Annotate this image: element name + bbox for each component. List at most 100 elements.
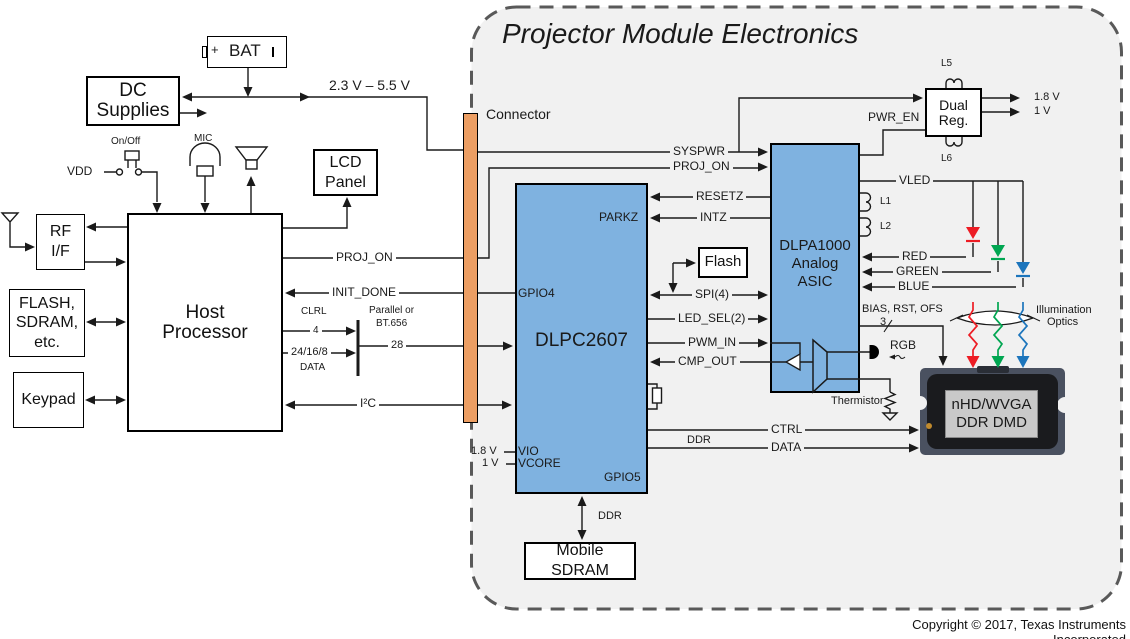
vdd-label: VDD xyxy=(67,164,93,178)
mem-label-line2: SDRAM, xyxy=(15,314,79,332)
battery-minus-mark xyxy=(272,47,274,57)
thermistor-resistor xyxy=(883,391,897,413)
red-ray xyxy=(967,302,979,356)
arrow-onoff-host xyxy=(152,203,162,213)
battery-label: BAT xyxy=(229,41,261,60)
dmd-pin1-dot xyxy=(926,423,932,429)
dmd-notch-right xyxy=(1057,397,1073,413)
mobile-sdram-label: Mobile SDRAM xyxy=(551,542,609,579)
keypad-box: Keypad xyxy=(13,372,84,428)
dual-reg-label-line2: Reg. xyxy=(938,111,969,128)
dmd-label-line1: nHD/WVGA xyxy=(951,396,1032,413)
thermistor-label: Thermistor xyxy=(831,395,884,407)
arrow-ddr-up xyxy=(577,496,587,506)
arrow-rf-host xyxy=(116,257,126,267)
board-connector xyxy=(463,113,478,423)
arrow-spi-r xyxy=(758,290,768,300)
arrow-bus28 xyxy=(503,341,513,351)
syspwr-label: SYSPWR xyxy=(670,145,729,158)
clrl-label: CLRL xyxy=(301,306,327,317)
vled-label: VLED xyxy=(896,174,934,187)
dual-reg-label-line1: Dual xyxy=(939,96,968,113)
bus28-label: 28 xyxy=(388,339,407,351)
bias-width-label: 3 xyxy=(880,316,887,328)
reg-1v8-label: 1.8 V xyxy=(1034,91,1060,103)
l2-label: L2 xyxy=(880,221,892,232)
blue-label: BLUE xyxy=(895,280,933,293)
parallel-label-line1: Parallel or xyxy=(369,305,415,316)
page-title: Projector Module Electronics xyxy=(502,18,859,49)
dlpa-label-line1: DLPA1000 xyxy=(779,237,851,254)
arrow-mem-l xyxy=(86,317,96,327)
connector-label: Connector xyxy=(486,106,551,122)
arrow-flash xyxy=(686,258,696,268)
power-rail xyxy=(192,96,472,151)
arrow-ddr-down xyxy=(577,530,587,540)
host-label-line1: Host xyxy=(185,301,225,323)
arrow-green xyxy=(862,267,872,277)
arrow-1v8-out xyxy=(1010,93,1020,103)
arrow-bat-down xyxy=(243,87,253,97)
arrow-into-dc xyxy=(182,92,192,102)
dc-supplies-box: DC Supplies xyxy=(86,76,180,126)
l6-inductor-icon xyxy=(945,137,963,147)
lcd-label-line1: LCD xyxy=(329,153,362,171)
vcore-label: VCORE xyxy=(518,456,561,470)
l5-label: L5 xyxy=(941,58,953,69)
arrow-dc-out xyxy=(197,108,207,118)
mem-label-line3: etc. xyxy=(34,333,60,351)
arrow-clrl xyxy=(346,326,356,336)
reg-output-wires xyxy=(982,97,1010,113)
arrow-blue xyxy=(862,282,872,292)
illumination-label-line1: Illumination xyxy=(1036,304,1092,316)
bias-label: BIAS, RST, OFS xyxy=(862,303,943,315)
rf-label-line1: RF xyxy=(49,223,72,241)
arrow-resetz xyxy=(650,192,660,202)
arrow-i2c-l xyxy=(285,400,295,410)
arrow-pwm-in xyxy=(758,338,768,348)
arrow-bias-dmd xyxy=(938,356,948,366)
arrow-data-dmd xyxy=(909,443,919,453)
arrow-init-done xyxy=(285,288,295,298)
arrow-intz xyxy=(650,213,660,223)
green-label: GREEN xyxy=(893,265,942,278)
rf-label-line2: I/F xyxy=(51,243,70,260)
dmd-label-line2: DDR DMD xyxy=(956,414,1027,431)
mobile-sdram-box: Mobile SDRAM xyxy=(524,542,636,580)
dc-supplies-label-line1: DC xyxy=(119,80,147,101)
pwr-en-wire xyxy=(860,129,925,156)
data-width-label: 24/16/8 xyxy=(288,346,331,358)
red-led-icon xyxy=(966,227,980,239)
illumination-label-line2: Optics xyxy=(1047,316,1079,328)
arrow-rail-right xyxy=(300,92,310,102)
dlpc2607-label: DLPC2607 xyxy=(535,330,628,351)
photodiode-icon xyxy=(872,345,879,359)
keypad-label: Keypad xyxy=(21,391,76,409)
speaker-base xyxy=(245,159,258,170)
host-processor-box: Host Processor xyxy=(127,213,283,432)
proj-on-left-label: PROJ_ON xyxy=(333,251,396,264)
dlpa-label-line3: ASIC xyxy=(797,273,833,290)
arrow-red xyxy=(862,252,872,262)
arrow-mic-host xyxy=(200,203,210,213)
blue-led-icon xyxy=(1016,262,1030,274)
cmp-out-label: CMP_OUT xyxy=(675,355,740,368)
arrow-host-lcd xyxy=(342,197,352,207)
gpio5-label: GPIO5 xyxy=(604,470,641,484)
onoff-wire xyxy=(104,171,158,202)
arrow-flash-tap xyxy=(668,283,678,293)
blue-ray-arrow xyxy=(1016,356,1030,368)
lcd-wire xyxy=(283,207,348,229)
mem-label-line1: FLASH, xyxy=(18,294,75,312)
init-done-label: INIT_DONE xyxy=(329,286,400,299)
reg-1v-label: 1 V xyxy=(1034,105,1051,117)
dmd-mirror-array: nHD/WVGA DDR DMD xyxy=(945,390,1038,438)
dmd-notch-left xyxy=(913,396,927,410)
rf-if-box: RF I/F xyxy=(36,214,85,270)
ddr-mem-label: DDR xyxy=(598,510,622,522)
light-squiggle xyxy=(894,355,906,359)
power-range-label: 2.3 V – 5.5 V xyxy=(329,77,410,93)
green-led-icon xyxy=(991,245,1005,257)
green-ray xyxy=(992,302,1004,356)
led-icons xyxy=(966,227,1030,278)
